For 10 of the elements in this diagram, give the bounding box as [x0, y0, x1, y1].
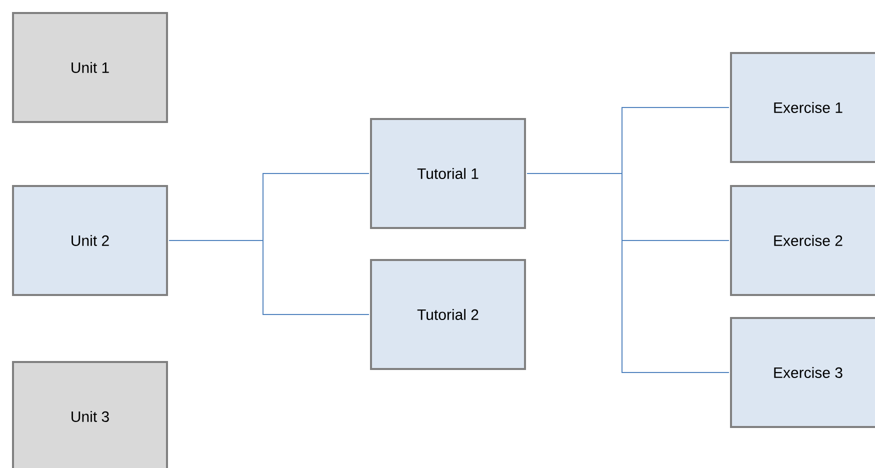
connector: [168, 240, 370, 315]
connector: [526, 173, 730, 373]
box: Exercise 3: [730, 316, 875, 428]
box: Tutorial 2: [370, 258, 526, 370]
box: Unit 1: [12, 12, 168, 123]
box: Exercise 2: [730, 185, 875, 296]
box: Tutorial 1: [370, 118, 526, 229]
box: Unit 3: [12, 360, 168, 468]
box: Unit 2: [12, 185, 168, 296]
box: Exercise 1: [730, 52, 875, 163]
